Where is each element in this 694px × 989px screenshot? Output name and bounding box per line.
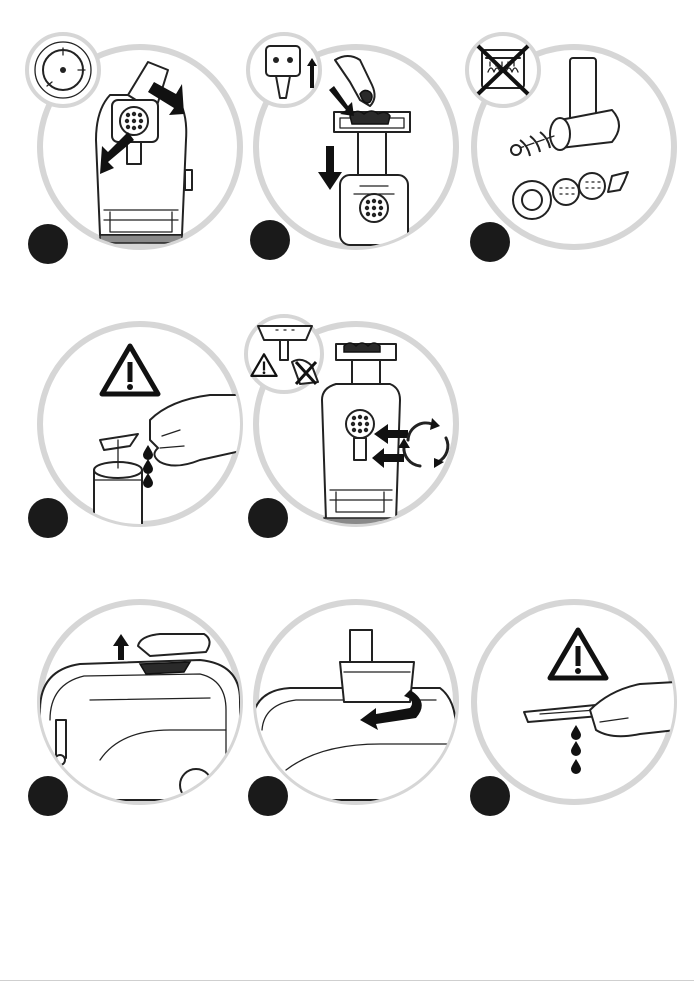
panel-release-mincer-head (246, 316, 456, 538)
panel-attach-mincer-head (27, 34, 240, 264)
panel-no-dishwasher (467, 34, 674, 262)
panel-dry-blade-warning (470, 602, 676, 816)
panel-sharp-blade-warning (28, 324, 245, 538)
panel-feed-meat (248, 34, 456, 260)
panel-remove-top-cover (28, 602, 240, 816)
panel-mount-food-processor (248, 602, 456, 816)
page-footer-rule (0, 980, 694, 981)
